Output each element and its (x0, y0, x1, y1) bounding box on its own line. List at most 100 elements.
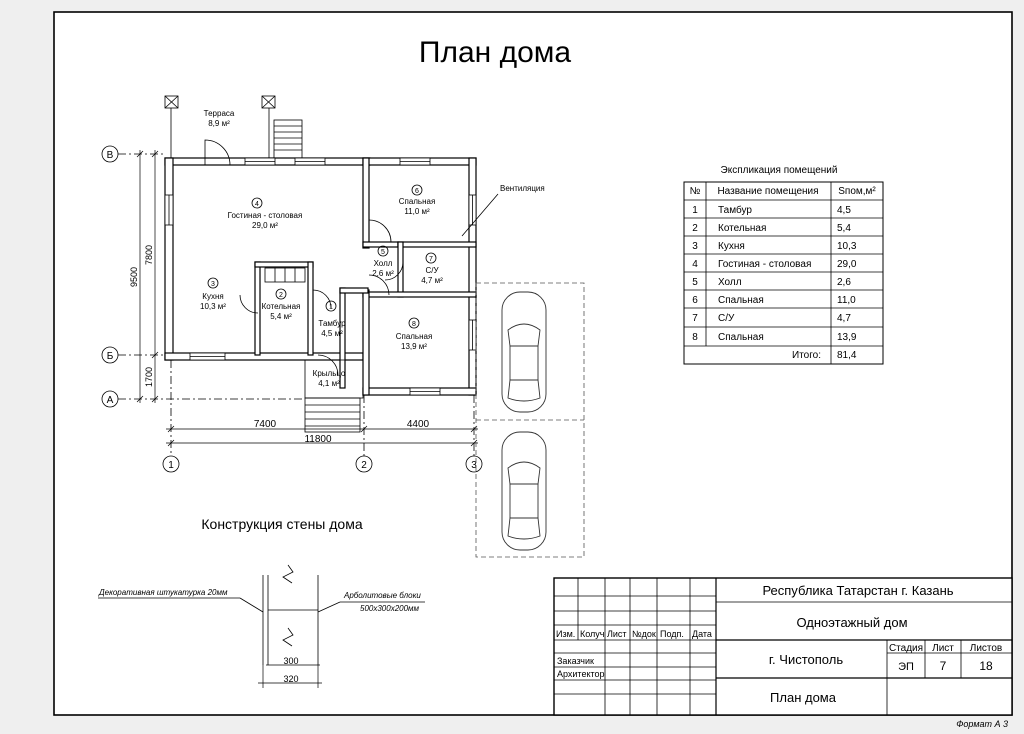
room-6-name: Спальная (399, 197, 436, 206)
stamp-city: г. Чистополь (769, 652, 843, 667)
stamp-sheets-label: Листов (970, 643, 1003, 654)
stamp-stage: ЭП (898, 661, 914, 673)
room-7-area: 4,7 м² (421, 276, 443, 285)
wall-construction: Конструкция стены дома Декоративная штук… (98, 516, 425, 688)
room-6-number: 6 (415, 188, 419, 195)
dim-bottom-right: 4400 (407, 419, 430, 430)
room-7-name: С/У (425, 266, 439, 275)
room-1-area: 4,5 м² (321, 329, 343, 338)
explication-cell: Холл (718, 277, 742, 288)
stamp-sheets: 18 (979, 659, 993, 673)
explication-header-name: Название помещения (717, 186, 818, 197)
stamp-header-data: Дата (692, 629, 712, 639)
axis-marker-3 (465, 455, 483, 473)
room-1-number: 1 (329, 304, 333, 311)
ventilation-leader (461, 193, 499, 237)
stamp-region: Республика Татарстан г. Казань (762, 583, 953, 598)
porch-area-label: 4,1 м² (318, 379, 340, 388)
explication-total-label: Итого: (792, 350, 821, 361)
explication-cell: 6 (692, 295, 698, 306)
room-2-area: 5,4 м² (270, 312, 292, 321)
explication-cell: 7 (692, 313, 698, 324)
terrace-post-left (164, 95, 179, 109)
terrace-door (204, 139, 231, 166)
explication-cell: Тамбур (718, 204, 752, 216)
stamp-sheet-title: План дома (770, 690, 837, 705)
explication-header-num: № (690, 186, 701, 197)
plaster-label: Декоративная штукатурка 20мм (98, 588, 228, 597)
stamp-customer: Заказчик (557, 656, 594, 666)
wall-dim-inner: 300 (283, 656, 298, 666)
explication-cell: 5,4 (837, 223, 851, 234)
stamp-stage-label: Стадия (889, 643, 923, 654)
dim-left-total: 9500 (129, 267, 139, 287)
room-4-area: 29,0 м² (252, 221, 278, 230)
axis-marker-2 (355, 455, 373, 473)
explication-cell: 3 (692, 241, 698, 252)
car-bottom (501, 431, 547, 551)
explication-cell: 29,0 (837, 259, 857, 270)
room-5-area: 2,6 м² (372, 269, 394, 278)
explication-cell: Спальная (718, 332, 764, 343)
dim-bottom-total: 11800 (304, 434, 332, 445)
title-block: Изм. Колуч Лист №док Подп. Дата Заказчик… (553, 577, 1013, 716)
explication-cell: Котельная (718, 223, 766, 234)
explication-cell: 11,0 (837, 295, 856, 306)
explication-cell: 4,5 (837, 205, 851, 216)
axis-marker-1 (162, 455, 180, 473)
stamp-header-ndok: №док (632, 629, 656, 639)
axis-label-a: А (107, 395, 114, 406)
explication-table: Экспликация помещений № Название помещен… (683, 165, 884, 365)
dim-bottom-left: 7400 (254, 419, 277, 430)
explication-cell: 8 (692, 332, 698, 343)
axis-label-b: Б (107, 351, 114, 362)
block-label-line-1: Арболитовые блоки (343, 591, 421, 600)
axis-marker-a (101, 390, 119, 408)
explication-cell: Гостиная - столовая (718, 259, 811, 270)
ventilation-label: Вентиляция (500, 184, 545, 193)
room-8-number: 8 (412, 321, 416, 328)
room-1-name: Тамбур (318, 319, 346, 328)
room-3-name: Кухня (202, 292, 223, 301)
stamp-header-list: Лист (607, 629, 627, 639)
explication-cell: Спальная (718, 295, 764, 306)
room-4-name: Гостиная - столовая (228, 211, 303, 220)
car-top (501, 291, 547, 413)
room-8-area: 13,9 м² (401, 342, 427, 351)
terrace-post-right (261, 95, 276, 109)
dim-left-upper: 7800 (144, 245, 154, 265)
axis-label-v: В (107, 150, 114, 161)
stamp-sheet-label: Лист (932, 643, 954, 654)
dim-left-lower: 1700 (144, 367, 154, 387)
explication-header-area: Sпом,м² (838, 186, 876, 197)
room-2-name: Котельная (262, 302, 301, 311)
explication-cell: 2 (692, 223, 698, 234)
terrace-name: Терраса (204, 109, 235, 118)
explication-cell: 4 (692, 259, 698, 270)
room-3-area: 10,3 м² (200, 302, 226, 311)
explication-cell: 4,7 (837, 313, 851, 324)
room-8-name: Спальная (396, 332, 433, 341)
room-4-number: 4 (255, 201, 259, 208)
explication-total-value: 81,4 (837, 350, 857, 361)
explication-title: Экспликация помещений (721, 165, 838, 176)
paper-format: Формат А 3 (956, 719, 1008, 729)
axis-label-1: 1 (168, 460, 174, 471)
stamp-architect: Архитектор (557, 669, 605, 679)
stamp-header-koluch: Колуч (580, 629, 605, 639)
stamp-header-podp: Подп. (660, 629, 684, 639)
explication-cell: 1 (692, 205, 698, 216)
block-label-line-2: 500х300х200мм (360, 604, 420, 613)
axis-marker-v (101, 145, 119, 163)
stamp-header-izm: Изм. (556, 629, 575, 639)
explication-cell: С/У (718, 313, 735, 324)
axis-label-3: 3 (471, 460, 477, 471)
room-2-number: 2 (279, 292, 283, 299)
room-5-name: Холл (374, 259, 393, 268)
terrace-area: 8,9 м² (208, 119, 230, 128)
porch-name: Крыльцо (313, 369, 346, 378)
parking-area (475, 282, 585, 558)
wall-dim-outer: 320 (283, 674, 298, 684)
explication-cell: 10,3 (837, 241, 857, 252)
